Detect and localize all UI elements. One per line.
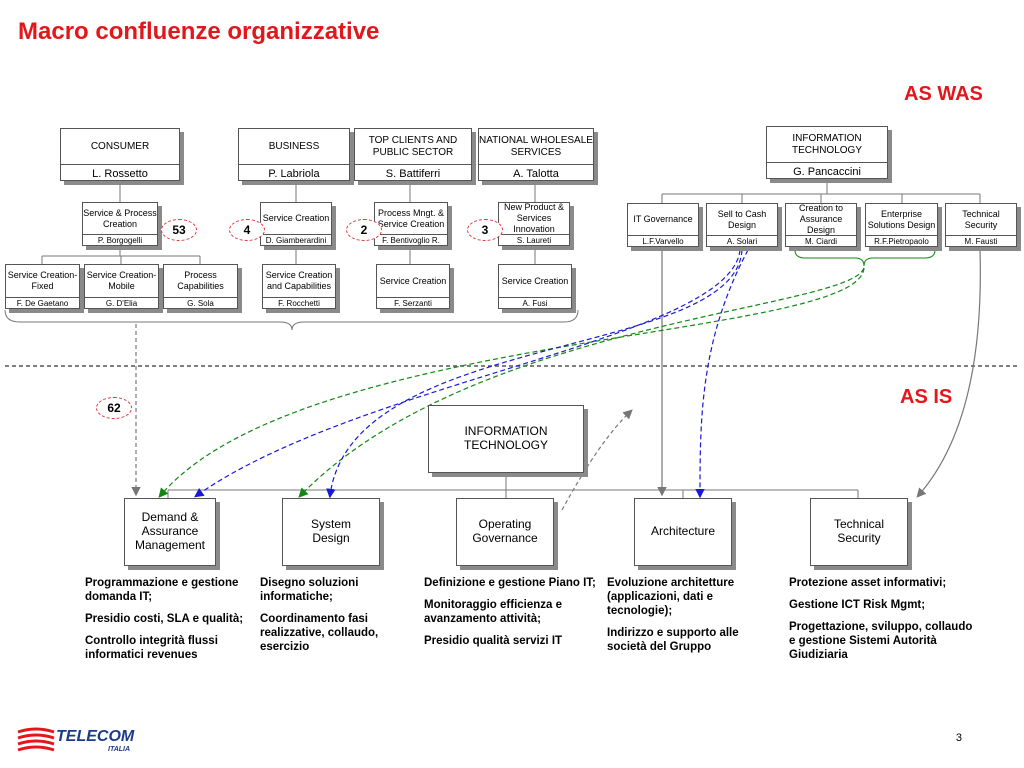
description-line: Programmazione e gestione domanda IT; [85,577,239,604]
creation-to-assurance-box: Creation to Assurance Design M. Ciardi [785,203,857,247]
unit-manager: L.F.Varvello [628,235,698,247]
logo-sub: ITALIA [108,746,131,753]
technical-security-description: Protezione asset informativi; Gestione I… [789,576,979,670]
description-line: Gestione ICT Risk Mgmt; [789,599,926,612]
unit-manager: P. Borgogelli [83,234,157,246]
unit-manager: F. Serzanti [377,297,449,309]
description-line: Presidio costi, SLA e qualità; [85,613,244,626]
unit-title: Process Mngt. & Service Creation [377,207,445,229]
telecom-wave-icon [17,727,55,752]
headcount-badge: 62 [96,397,132,419]
service-process-creation-box: Service & Process Creation P. Borgogelli [82,202,158,246]
unit-title: INFORMATION TECHNOLOGY [791,132,862,156]
unit-title: Service & Process Creation [83,207,157,229]
unit-title: Service Creation [501,275,569,286]
headcount-badge: 3 [467,219,503,241]
page-title: Macro confluenze organizzative [18,18,380,45]
unit-title: Service Creation-Fixed [7,270,78,291]
sell-to-cash-box: Sell to Cash Design A. Solari [706,203,778,247]
architecture-description: Evoluzione architetture (applicazioni, d… [607,576,772,662]
unit-manager: L. Rossetto [61,164,179,182]
headcount-badge: 2 [346,219,382,241]
demand-assurance-description: Programmazione e gestione domanda IT; Pr… [85,576,245,670]
description-line: Disegno soluzioni informatiche; [260,577,359,604]
unit-title: IT Governance [633,214,693,225]
process-capabilities-box: Process Capabilities G. Sola [163,264,238,309]
it-is-box: INFORMATION TECHNOLOGY [428,405,584,473]
unit-title: BUSINESS [268,140,320,152]
service-creation-fixed-box: Service Creation-Fixed F. De Gaetano [5,264,80,309]
unit-manager: R.F.Pietropaolo [866,235,937,247]
unit-manager: A. Talotta [479,164,593,182]
description-line: Coordinamento fasi realizzative, collaud… [260,613,379,654]
unit-manager: G. Pancaccini [767,162,887,180]
it-was-box: INFORMATION TECHNOLOGY G. Pancaccini [766,126,888,179]
unit-manager: F. De Gaetano [6,297,79,309]
unit-title: Service Creation [262,213,330,224]
unit-manager: M. Ciardi [786,235,856,247]
unit-manager: F. Rocchetti [263,297,335,309]
business-box: BUSINESS P. Labriola [238,128,350,181]
unit-title: Creation to Assurance Design [798,203,844,235]
unit-title: Service Creation-Mobile [86,270,157,291]
unit-manager: S. Laureti [499,234,569,246]
operating-governance-description: Definizione e gestione Piano IT; Monitor… [424,576,596,656]
top-clients-box: TOP CLIENTS AND PUBLIC SECTOR S. Battife… [354,128,472,181]
unit-manager: A. Fusi [499,297,571,309]
unit-manager: M. Fausti [946,235,1016,247]
unit-title: Service Creation [379,275,447,286]
unit-title: Service Creation and Capabilities [265,270,333,291]
wholesale-box: NATIONAL WHOLESALE SERVICES A. Talotta [478,128,594,181]
unit-manager: P. Labriola [239,164,349,182]
enterprise-solutions-box: Enterprise Solutions Design R.F.Pietropa… [865,203,938,247]
description-line: Evoluzione architetture (applicazioni, d… [607,577,735,618]
description-line: Controllo integrità flussi informatici r… [85,635,218,662]
as-was-label: AS WAS [904,83,983,105]
logo-brand: TELECOM [56,728,135,745]
demand-assurance-box: Demand & Assurance Management [124,498,216,566]
tc-service-creation-box: Service Creation F. Serzanti [376,264,450,309]
description-line: Indirizzo e supporto alle società del Gr… [607,627,739,654]
business-service-creation-box: Service Creation D. Giamberardini [260,202,332,246]
technical-security-box: Technical Security [810,498,908,566]
unit-title: Technical Security [962,208,1000,230]
it-governance-box: IT Governance L.F.Varvello [627,203,699,247]
system-design-description: Disegno soluzioni informatiche; Coordina… [260,576,410,662]
operating-governance-box: Operating Governance [456,498,554,566]
system-design-box: System Design [282,498,380,566]
description-line: Definizione e gestione Piano IT; [424,577,596,589]
as-is-label: AS IS [900,386,953,408]
consumer-box: CONSUMER L. Rossetto [60,128,180,181]
unit-manager: G. D'Elia [85,297,158,309]
new-product-box: New Product & Services Innovation S. Lau… [498,202,570,246]
description-line: Presidio qualità servizi IT [424,635,563,648]
unit-title: TOP CLIENTS AND PUBLIC SECTOR [368,134,458,158]
page-number: 3 [955,732,962,744]
unit-title: Enterprise Solutions Design [867,208,936,230]
description-line: Progettazione, sviluppo, collaudo e gest… [789,621,973,662]
unit-title: Sell to Cash Design [717,208,767,230]
unit-manager: G. Sola [164,297,237,309]
unit-manager: S. Battiferri [355,164,471,182]
service-creation-mobile-box: Service Creation-Mobile G. D'Elia [84,264,159,309]
description-line: Monitoraggio efficienza e avanzamento at… [424,599,563,626]
headcount-badge: 4 [229,219,265,241]
unit-title: New Product & Services Innovation [503,202,565,234]
unit-manager: F. Bentivoglio R. [375,234,447,246]
service-creation-capabilities-box: Service Creation and Capabilities F. Roc… [262,264,336,309]
unit-title: NATIONAL WHOLESALE SERVICES [479,134,593,158]
unit-title: CONSUMER [90,140,150,152]
technical-security-was-box: Technical Security M. Fausti [945,203,1017,247]
process-mngt-box: Process Mngt. & Service Creation F. Bent… [374,202,448,246]
unit-manager: A. Solari [707,235,777,247]
unit-title: Process Capabilities [177,270,224,291]
architecture-box: Architecture [634,498,732,566]
headcount-badge: 53 [161,219,197,241]
unit-manager: D. Giamberardini [261,234,331,246]
nw-service-creation-box: Service Creation A. Fusi [498,264,572,309]
description-line: Protezione asset informativi; [789,577,947,589]
